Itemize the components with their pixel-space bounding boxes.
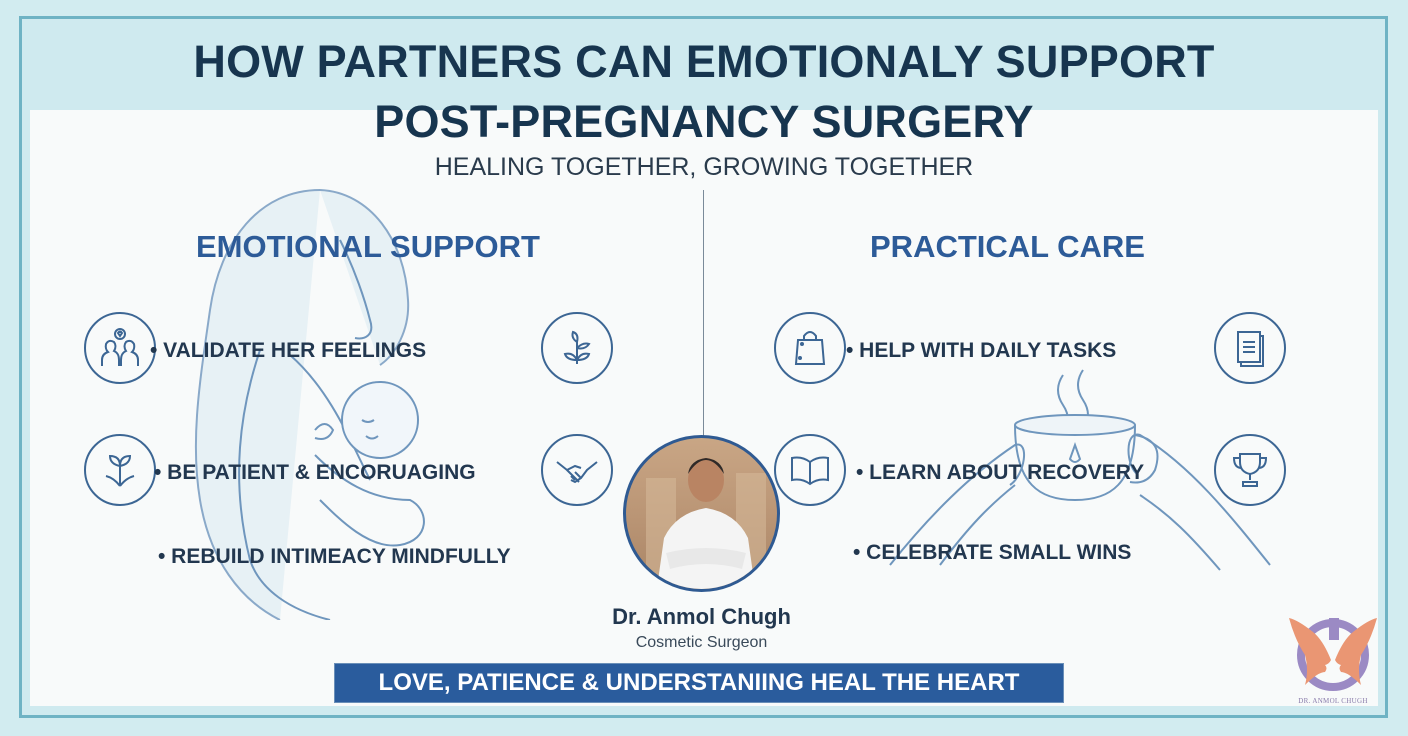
plant-icon xyxy=(541,312,613,384)
document-icon xyxy=(1214,312,1286,384)
doctor-photo xyxy=(623,435,780,592)
open-book-icon xyxy=(774,434,846,506)
mother-baby-illustration xyxy=(194,189,425,620)
handshake-icon xyxy=(541,434,613,506)
bullet-help-daily-tasks: • HELP WITH DAILY TASKS xyxy=(846,339,1117,362)
bullet-learn-recovery: • LEARN ABOUT RECOVERY xyxy=(856,461,1145,484)
tagline-text: LOVE, PATIENCE & UNDERSTANIING HEAL THE … xyxy=(378,669,1020,696)
page-title-line-2: POST-PREGNANCY SURGERY xyxy=(374,96,1034,147)
emotional-support-heading: EMOTIONAL SUPPORT xyxy=(196,229,540,264)
couple-talk-heart-icon xyxy=(84,312,156,384)
logo-text: DR. ANMOL CHUGH xyxy=(1298,697,1368,705)
sprout-icon xyxy=(84,434,156,506)
doctor-role: Cosmetic Surgeon xyxy=(635,634,768,651)
bullet-be-patient: • BE PATIENT & ENCORUAGING xyxy=(154,461,476,484)
tea-cup-hands-illustration xyxy=(889,369,1271,571)
doctor-name: Dr. Anmol Chugh xyxy=(612,604,791,629)
trophy-icon xyxy=(1214,434,1286,506)
butterfly-faces-logo-icon xyxy=(1289,618,1377,691)
center-divider xyxy=(703,190,704,438)
practical-care-heading: PRACTICAL CARE xyxy=(870,229,1145,264)
page-subtitle: HEALING TOGETHER, GROWING TOGETHER xyxy=(434,153,974,181)
shopping-bag-icon xyxy=(774,312,846,384)
tagline-banner: LOVE, PATIENCE & UNDERSTANIING HEAL THE … xyxy=(334,663,1064,703)
page-title-line-1: HOW PARTNERS CAN EMOTIONALY SUPPORT xyxy=(193,36,1215,87)
bullet-celebrate-wins: • CELEBRATE SMALL WINS xyxy=(853,541,1132,564)
bullet-rebuild-intimacy: • REBUILD INTIMEACY MINDFULLY xyxy=(158,545,511,568)
bullet-validate-feelings: • VALIDATE HER FEELINGS xyxy=(150,339,427,362)
